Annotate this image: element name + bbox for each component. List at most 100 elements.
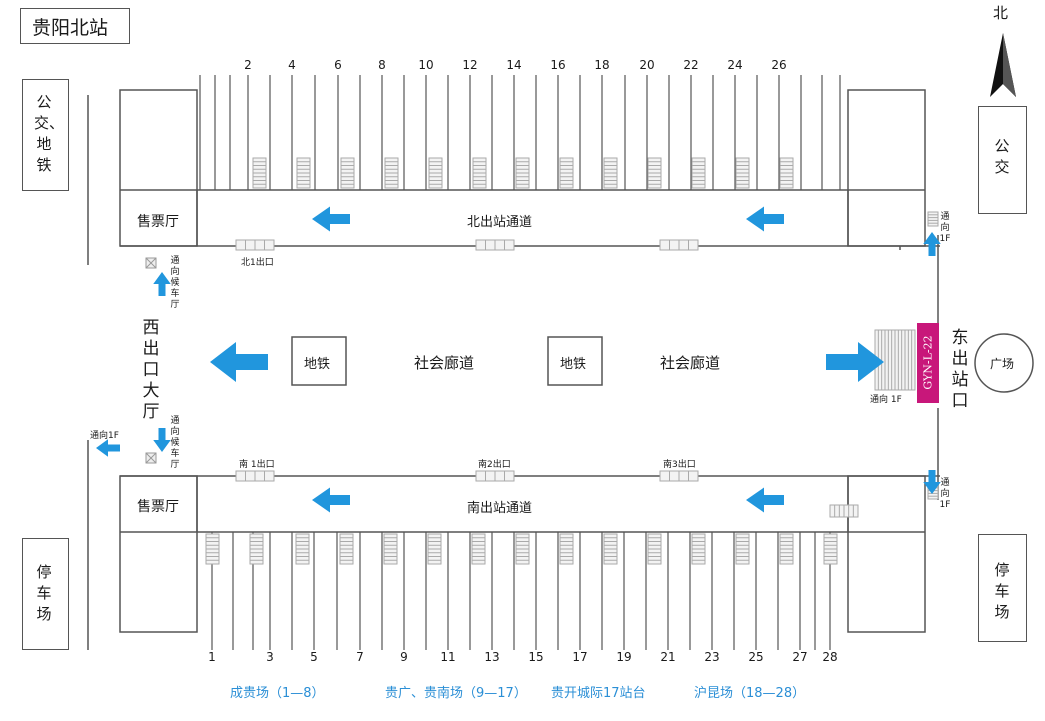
platform-number: 2: [244, 58, 252, 72]
stair-icon: [427, 533, 442, 565]
arrow-right-icon: [826, 342, 884, 382]
stair-icon: [691, 533, 706, 565]
area-east-bottom: 停车场: [994, 561, 1010, 621]
gate-icon: [145, 257, 157, 464]
platform-number: 9: [400, 650, 408, 664]
stair-icon: [603, 533, 618, 565]
platform-number: 6: [334, 58, 342, 72]
area-west-hall: 西出口大厅: [142, 318, 160, 422]
arrow-left-icon: [746, 487, 784, 513]
social-corridor-2: 社会廊道: [660, 354, 721, 372]
platform-number: 1: [208, 650, 216, 664]
platform-number: 22: [683, 58, 699, 72]
arrow-up-icon: [923, 232, 941, 256]
east-bottom-box: [978, 534, 1027, 642]
platform-number: 24: [727, 58, 743, 72]
stair-icon: [252, 157, 267, 189]
area-east-top: 公交: [994, 137, 1010, 176]
platform-number: 15: [528, 650, 544, 664]
stair-icon: [249, 533, 264, 565]
compass-label: 北: [993, 4, 1009, 22]
stair-icon: [471, 533, 486, 565]
east-top-box: [978, 106, 1027, 214]
platform-number: 16: [550, 58, 566, 72]
stair-icon: [927, 211, 939, 227]
stair-icon: [559, 157, 574, 189]
west-top-box: [22, 79, 69, 191]
platform-number: 12: [462, 58, 478, 72]
stair-icon: [472, 157, 487, 189]
platform-number: 11: [440, 650, 456, 664]
stair-icon: [339, 533, 354, 565]
stair-icon: [475, 239, 515, 251]
legend-item-3: 贵开城际17站台: [551, 686, 646, 701]
page-title: 贵阳北站: [32, 17, 109, 39]
stair-icon: [647, 157, 662, 189]
stair-icon: [235, 239, 275, 251]
stair-icon: [340, 157, 355, 189]
platform-number: 23: [704, 650, 720, 664]
sign-gyn-l-22: [917, 323, 939, 403]
platform-number: 21: [660, 650, 676, 664]
stair-icon: [829, 504, 859, 518]
south-exit-1: 南 1出口: [239, 460, 275, 470]
arrow-left-icon: [210, 342, 268, 382]
area-east-exit: 东出站口: [951, 328, 969, 411]
to-1f-se: 通向1F: [939, 478, 951, 510]
platform-number: 14: [506, 58, 522, 72]
arrow-left-icon: [312, 206, 350, 232]
stair-icon: [735, 533, 750, 565]
south-exit-2: 南2出口: [478, 460, 511, 470]
stair-icon: [296, 157, 311, 189]
stair-icon: [779, 533, 794, 565]
stair-icon: [735, 157, 750, 189]
metro-1: 地铁: [304, 357, 331, 372]
stair-icon: [235, 470, 275, 482]
plaza-circle: [974, 333, 1034, 393]
arrow-down-icon: [153, 428, 171, 452]
stair-icon: [691, 157, 706, 189]
arrow-down-icon: [923, 470, 941, 494]
to-waiting-bottom: 通向候车厅: [170, 416, 180, 470]
platform-number: 19: [616, 650, 632, 664]
platform-number: 25: [748, 650, 764, 664]
platform-number: 5: [310, 650, 318, 664]
platform-number: 10: [418, 58, 434, 72]
stair-icon: [475, 470, 515, 482]
stair-icon: [779, 157, 794, 189]
arrow-left-icon: [312, 487, 350, 513]
legend-item-1: 成贵场（1—8）: [230, 686, 325, 701]
metro-2: 地铁: [560, 357, 587, 372]
to-1f-east: 通向 1F: [870, 395, 902, 405]
platform-number: 8: [378, 58, 386, 72]
north-ticket-hall: 售票厅: [137, 214, 179, 230]
north-arrow-icon: [990, 33, 1016, 97]
stair-icon: [515, 157, 530, 189]
arrow-left-icon: [96, 439, 120, 457]
arrow-up-icon: [153, 272, 171, 296]
legend-item-4: 沪昆场（18—28）: [694, 686, 806, 701]
stair-icon: [384, 157, 399, 189]
stair-icon: [559, 533, 574, 565]
platform-number: 27: [792, 650, 808, 664]
social-corridor-1: 社会廊道: [414, 354, 475, 372]
platform-number: 3: [266, 650, 274, 664]
title-box: [20, 8, 130, 44]
area-west-bottom: 停车场: [36, 563, 52, 623]
north-exit-1: 北1出口: [241, 258, 274, 268]
north-corridor-name: 北出站通道: [467, 215, 533, 230]
sign-text: GYN-L-22: [921, 335, 935, 390]
platform-number: 13: [484, 650, 500, 664]
legend-item-2: 贵广、贵南场（9—17）: [385, 686, 527, 701]
south-exit-3: 南3出口: [663, 460, 696, 470]
stair-icon: [659, 470, 699, 482]
stair-icon: [428, 157, 443, 189]
platform-number: 4: [288, 58, 296, 72]
area-plaza: 广场: [990, 357, 1015, 371]
platform-number: 17: [572, 650, 588, 664]
platform-number: 28: [822, 650, 838, 664]
stair-icon: [295, 533, 310, 565]
to-waiting-top: 通向候车厅: [170, 256, 180, 310]
stair-icon: [823, 533, 838, 565]
